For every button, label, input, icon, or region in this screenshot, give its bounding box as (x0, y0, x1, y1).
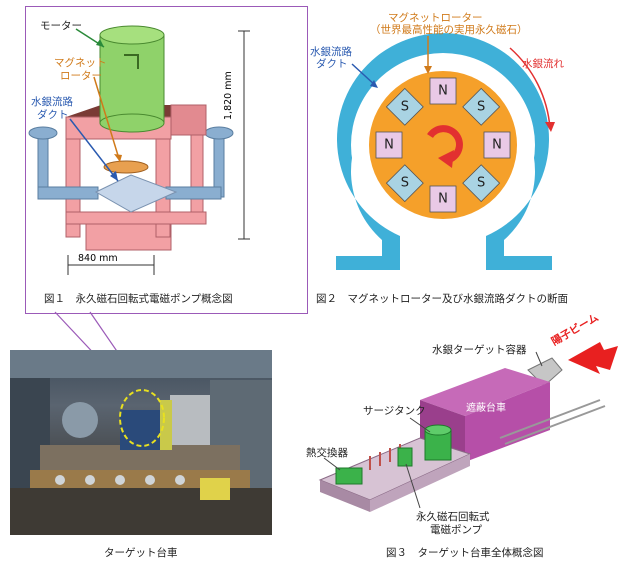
magnet-north: N (375, 131, 403, 159)
magnet-south: S (385, 87, 424, 126)
magnet-north: N (429, 77, 457, 105)
fig1-motor-label: モーター (40, 20, 82, 32)
magnet-south: S (462, 87, 501, 126)
fig2-rotor-label-1: マグネットローター (388, 12, 483, 24)
proton-beam-arrow (568, 342, 618, 374)
fig3-surge-leader (409, 417, 431, 433)
fig1-duct-label-1: 水銀流路 (31, 96, 73, 108)
rotor-leader (93, 76, 121, 163)
platform-side (370, 454, 470, 512)
fig3-pump-label-2: 電磁ポンプ (430, 524, 483, 536)
magnet-pole-label: S (401, 99, 409, 114)
motor-bracket (124, 54, 139, 69)
top-plate-side (170, 104, 207, 136)
flow-arrow (509, 47, 551, 129)
fig2-duct-leader (351, 63, 377, 87)
fig1-pump-drawing (28, 25, 250, 275)
fig1-rotor-label-2: ローター (60, 70, 102, 82)
duct-leader (69, 118, 119, 182)
fig2-duct-label-2: ダクト (316, 58, 348, 70)
target-cart-photo (10, 350, 272, 535)
magnet-pole-label: S (401, 176, 409, 191)
fig2-duct-label-1: 水銀流路 (310, 46, 352, 58)
magnet-ring: N S N S N S N S (375, 77, 511, 213)
rotor-disk (103, 160, 149, 174)
duct-body (94, 174, 178, 213)
fig1-caption: 図１ 永久磁石回転式電磁ポンプ概念図 (44, 293, 233, 305)
platform-front (320, 480, 370, 512)
highlight-ellipse (119, 389, 165, 447)
fig3-target-label: 水銀ターゲット容器 (432, 344, 527, 356)
fig2-flow-label: 水銀流れ (522, 58, 564, 70)
magnet-south: S (462, 164, 501, 203)
fig3-hx-label: 熱交換器 (306, 447, 348, 459)
fig3-target-leader (535, 351, 543, 367)
magnet-pole-label: N (384, 138, 394, 153)
fig3-hx-leader (323, 457, 341, 471)
pipe-left-flange (28, 126, 58, 140)
fig1-width-label: 840 mm (78, 253, 118, 264)
motor-top (99, 25, 165, 45)
fig3-cart-drawing (318, 342, 618, 512)
heat-exchanger (335, 467, 363, 485)
fig2-caption: 図２ マグネットローター及び水銀流路ダクトの断面 (316, 293, 568, 305)
fig1-duct-label-2: ダクト (37, 109, 69, 121)
fig2-rotor-label-2: （世界最高性能の実用永久磁石） (370, 24, 528, 36)
motor-bottom (99, 113, 165, 133)
fig3-surge-label: サージタンク (363, 405, 426, 417)
magnet-pole-label: S (477, 99, 485, 114)
photo-caption: ターゲット台車 (104, 547, 178, 559)
magnet-south: S (385, 164, 424, 203)
fig2-cross-section: N S N S N S N S (336, 33, 555, 271)
fig3-shield-label: 遮蔽台車 (466, 403, 506, 414)
shield-cart-top (420, 368, 550, 416)
magnet-pole-label: N (492, 138, 502, 153)
motor-body (99, 34, 165, 124)
magnet-north: N (429, 185, 457, 213)
magnet-pole-label: N (438, 192, 448, 207)
magnet-pole-label: S (477, 176, 485, 191)
fig1-frame (25, 6, 308, 314)
pump-in-cart (397, 447, 413, 467)
shield-cart-side (465, 382, 550, 462)
rotation-arrow (427, 125, 463, 164)
fig3-pump-leader (405, 463, 421, 509)
frame-bottom (65, 211, 207, 225)
fig3-caption: 図３ ターゲット台車全体概念図 (386, 547, 544, 559)
magnet-pole-label: N (438, 84, 448, 99)
magnet-north: N (483, 131, 511, 159)
fig3-pump-label-1: 永久磁石回転式 (416, 511, 490, 523)
fig1-rotor-label-1: マグネット (54, 57, 107, 69)
